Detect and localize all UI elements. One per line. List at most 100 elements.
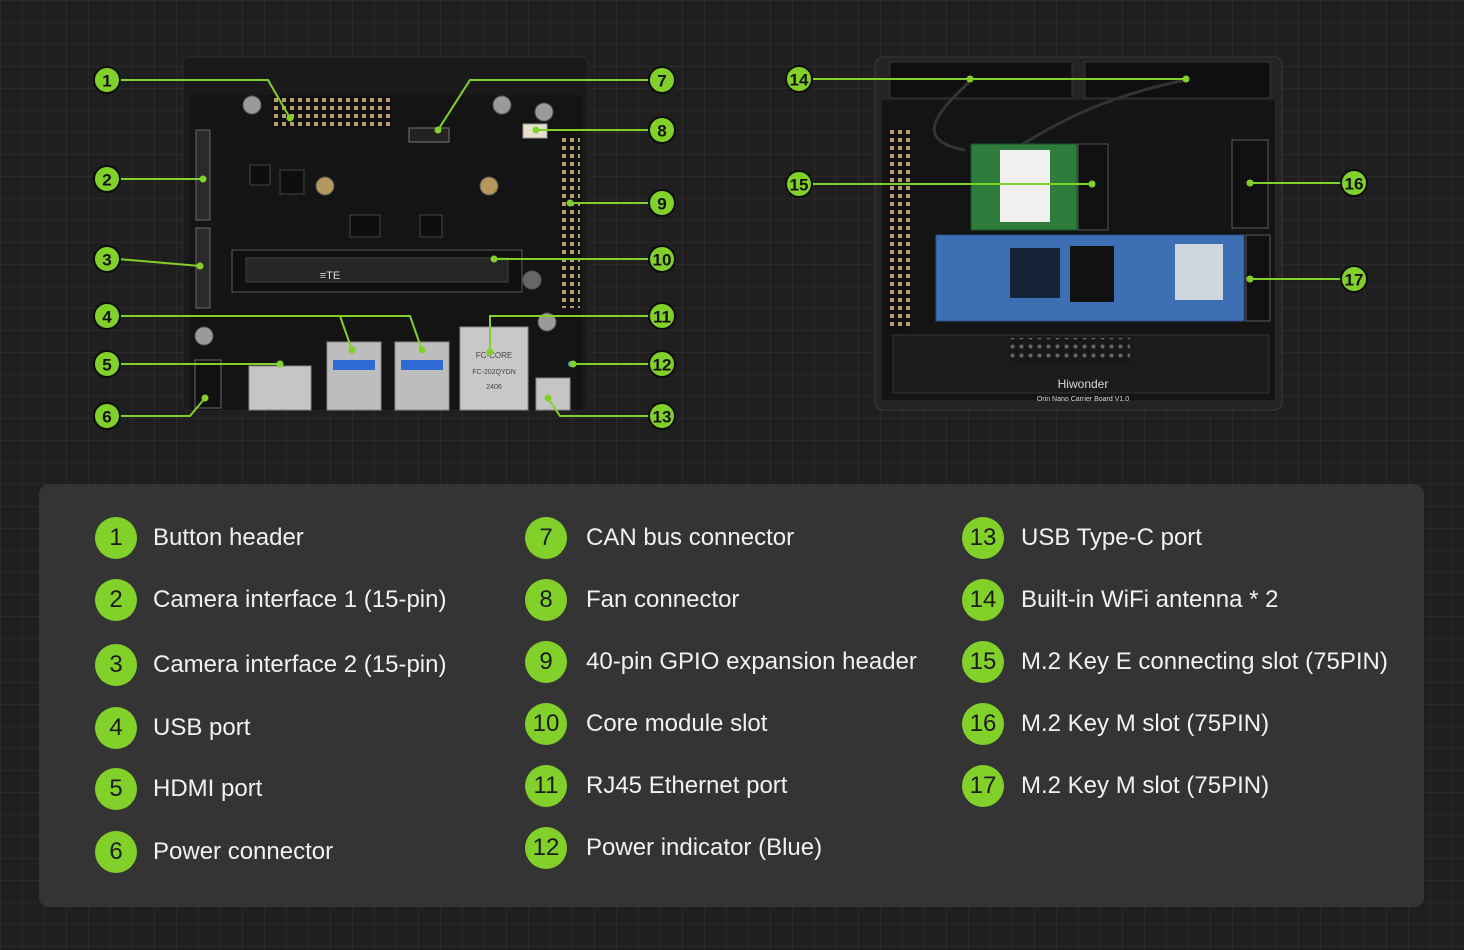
legend-item-9: 9 40-pin GPIO expansion header xyxy=(525,640,917,684)
legend-number-badge: 14 xyxy=(962,579,1004,621)
legend-label: M.2 Key E connecting slot (75PIN) xyxy=(1021,648,1388,675)
camera-connector-1 xyxy=(195,129,211,221)
callout-number: 9 xyxy=(657,195,666,214)
power-jack xyxy=(194,359,222,409)
callout-2: 2 xyxy=(93,165,207,193)
legend-label: USB port xyxy=(153,714,251,741)
callout-circle xyxy=(1340,265,1368,293)
callout-number: 4 xyxy=(102,308,112,327)
button-header xyxy=(272,96,392,128)
can-connector xyxy=(408,127,450,143)
board-illustration: ≡TE FC-CORE FC-202QYDN 2406 xyxy=(93,56,1368,430)
callout-number: 13 xyxy=(653,408,672,427)
legend-item-13: 13 USB Type-C port xyxy=(962,516,1202,560)
legend-number-badge: 8 xyxy=(525,579,567,621)
callout-target-dot xyxy=(276,360,284,368)
legend-label: M.2 Key M slot (75PIN) xyxy=(1021,772,1270,799)
legend-number-badge: 12 xyxy=(525,827,567,869)
legend-item-17: 17 M.2 Key M slot (75PIN) xyxy=(962,764,1269,808)
callout-number: 15 xyxy=(790,176,809,195)
mounting-holes xyxy=(194,95,557,346)
legend-label: Built-in WiFi antenna * 2 xyxy=(1021,586,1279,613)
callout-circle xyxy=(93,402,121,430)
legend-item-15: 15 M.2 Key E connecting slot (75PIN) xyxy=(962,640,1388,684)
callout-line xyxy=(437,79,651,131)
callout-8: 8 xyxy=(532,116,676,144)
callout-line xyxy=(117,258,201,267)
callout-6: 6 xyxy=(93,394,209,430)
callout-circle xyxy=(93,165,121,193)
callout-target-dot xyxy=(196,262,204,270)
legend-number-badge: 1 xyxy=(95,517,137,559)
legend-number-badge: 13 xyxy=(962,517,1004,559)
callout-17: 17 xyxy=(1246,265,1368,293)
legend-number-badge: 15 xyxy=(962,641,1004,683)
callout-circle xyxy=(93,245,121,273)
brand-logo: Hiwonder xyxy=(1058,377,1109,391)
callout-line xyxy=(340,315,423,351)
legend-number-badge: 3 xyxy=(95,644,137,686)
ethernet-code: 2406 xyxy=(486,384,502,391)
callout-circle xyxy=(648,302,676,330)
callout-number: 14 xyxy=(790,71,809,90)
callout-number: 10 xyxy=(653,251,672,270)
legend-number-badge: 5 xyxy=(95,768,137,810)
board-name: Orin Nano Carrier Board V1.0 xyxy=(1037,396,1129,403)
callout-line xyxy=(118,397,206,417)
callout-number: 3 xyxy=(102,251,111,270)
back-gpio-pins xyxy=(888,130,910,330)
callout-4: 4 xyxy=(93,302,426,354)
gpio-header xyxy=(560,138,580,308)
callout-target-dot xyxy=(486,348,494,356)
callout-target-dot xyxy=(1246,179,1254,187)
camera-connector-2 xyxy=(195,227,211,309)
dimm-marking: ≡TE xyxy=(320,270,340,282)
legend-label: Camera interface 1 (15-pin) xyxy=(153,586,447,613)
legend-number-badge: 2 xyxy=(95,579,137,621)
legend-number-badge: 10 xyxy=(525,703,567,745)
callout-number: 8 xyxy=(657,122,666,141)
rj45-port xyxy=(459,326,529,411)
callout-target-dot xyxy=(1182,75,1190,83)
legend-number-badge: 17 xyxy=(962,765,1004,807)
callout-circle xyxy=(648,66,676,94)
callout-target-dot xyxy=(286,114,294,122)
callout-number: 7 xyxy=(657,72,666,91)
legend-label: CAN bus connector xyxy=(586,524,795,551)
ssd-controller xyxy=(1010,248,1060,298)
legend-label: RJ45 Ethernet port xyxy=(586,772,788,799)
legend-label: USB Type-C port xyxy=(1021,524,1202,551)
callout-line xyxy=(489,315,651,352)
callout-circle xyxy=(93,350,121,378)
callout-number: 16 xyxy=(1345,175,1364,194)
callout-number: 1 xyxy=(102,72,111,91)
callout-circle xyxy=(785,170,813,198)
callout-number: 2 xyxy=(102,171,111,190)
callout-16: 16 xyxy=(1246,169,1368,197)
hdmi-port xyxy=(248,365,312,411)
legend-number-badge: 9 xyxy=(525,641,567,683)
callout-target-dot xyxy=(201,394,209,402)
callout-5: 5 xyxy=(93,350,284,378)
callout-number: 17 xyxy=(1345,271,1364,290)
callout-target-dot xyxy=(199,175,207,183)
callout-target-dot xyxy=(1088,180,1096,188)
callout-target-dot xyxy=(532,126,540,134)
callout-1: 1 xyxy=(93,66,294,122)
callout-line xyxy=(547,397,651,417)
usb-port-a xyxy=(326,341,382,411)
callout-number: 11 xyxy=(653,308,671,327)
callout-14: 14 xyxy=(785,65,1190,93)
legend-label: 40-pin GPIO expansion header xyxy=(586,648,917,675)
callout-circle xyxy=(648,245,676,273)
